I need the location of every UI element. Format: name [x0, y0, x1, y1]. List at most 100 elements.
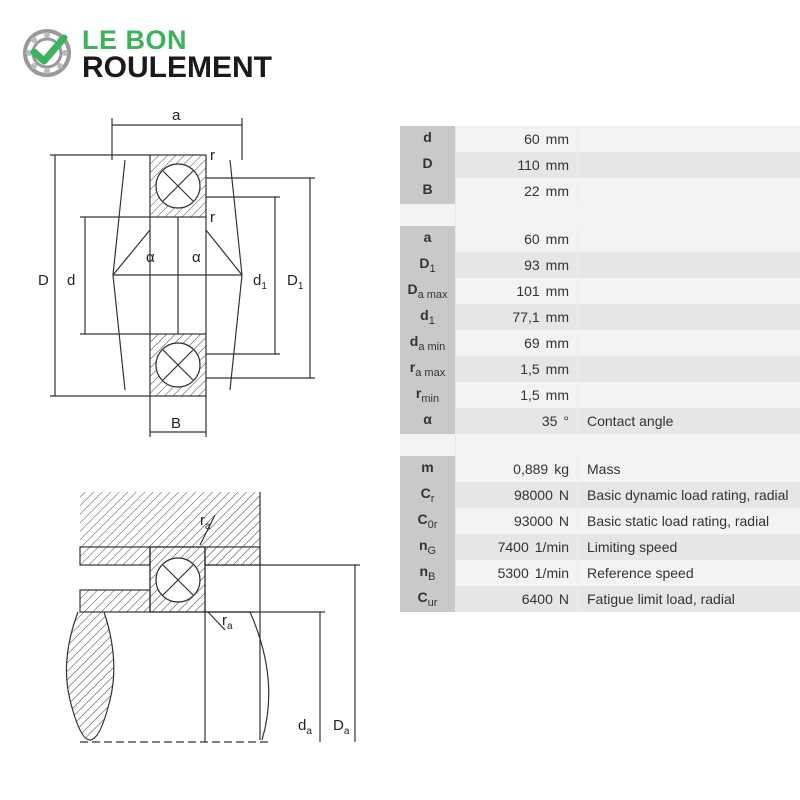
symbol-subscript: a max	[415, 366, 446, 379]
value: 35	[541, 413, 558, 429]
symbol-subscript: 1	[428, 314, 435, 327]
value: 7400	[497, 539, 529, 555]
unit: mm	[545, 131, 569, 147]
symbol: m	[421, 459, 434, 476]
description-cell	[577, 382, 800, 408]
label-d: d	[67, 272, 75, 289]
description-cell	[577, 278, 800, 304]
symbol-cell: d	[400, 126, 456, 152]
symbol: n	[419, 563, 429, 580]
value: 101	[516, 283, 540, 299]
description-cell: Contact angle	[577, 408, 800, 434]
unit: N	[558, 487, 569, 503]
logo-text-line2: ROULEMENT	[82, 51, 272, 84]
table-row: nG 7400 1/min Limiting speed	[400, 534, 800, 560]
symbol-cell: D	[400, 152, 456, 178]
label-D: D	[38, 272, 49, 289]
logo-text-line1: LE BON	[82, 25, 188, 55]
description-cell	[577, 304, 800, 330]
value: 0,889	[513, 461, 549, 477]
spacer-row	[400, 204, 800, 226]
bearing-drawing: a r r α α D d d1 D1 B ra ra da Da	[38, 107, 360, 743]
symbol-cell: ra max	[400, 356, 456, 382]
label-alpha1: α	[146, 249, 155, 266]
unit: mm	[545, 157, 569, 173]
value: 22	[524, 183, 540, 199]
value-cell: 35 °	[455, 408, 578, 434]
description-cell: Limiting speed	[577, 534, 800, 560]
symbol-cell: a	[400, 226, 456, 252]
unit: mm	[545, 183, 569, 199]
label-r1: r	[210, 147, 215, 164]
label-a: a	[172, 107, 181, 124]
unit: mm	[545, 283, 569, 299]
symbol: D	[407, 281, 418, 298]
symbol-cell: D1	[400, 252, 456, 278]
description-cell	[577, 152, 800, 178]
symbol-subscript: G	[427, 544, 437, 557]
symbol-subscript: 0r	[427, 518, 438, 531]
description-cell: Reference speed	[577, 560, 800, 586]
unit: N	[558, 513, 569, 529]
unit: mm	[545, 309, 569, 325]
spacer-row	[400, 434, 800, 456]
symbol-subscript: a min	[418, 340, 446, 353]
symbol-cell: C0r	[400, 508, 456, 534]
description-cell	[577, 252, 800, 278]
label-ra1: ra	[200, 512, 211, 532]
description-cell	[577, 178, 800, 204]
description-cell	[577, 226, 800, 252]
symbol: d	[423, 129, 432, 146]
symbol: D	[422, 155, 433, 172]
table-row: α 35 ° Contact angle	[400, 408, 800, 434]
table-row: B 22 mm	[400, 178, 800, 204]
symbol: n	[418, 537, 428, 554]
symbol-cell: rmin	[400, 382, 456, 408]
symbol: C	[417, 511, 428, 528]
bearing-check-icon	[23, 29, 71, 77]
label-Da: Da	[333, 717, 350, 737]
unit: 1/min	[534, 565, 569, 581]
value: 93000	[513, 513, 553, 529]
unit: mm	[545, 257, 569, 273]
symbol: r	[409, 359, 416, 376]
value: 1,5	[520, 361, 540, 377]
symbol-cell: m	[400, 456, 456, 482]
label-r2: r	[210, 209, 215, 226]
description-cell: Basic dynamic load rating, radial	[577, 482, 800, 508]
symbol-cell: Cur	[400, 586, 456, 612]
unit: 1/min	[534, 539, 569, 555]
value: 60	[524, 131, 540, 147]
symbol-subscript: B	[428, 570, 436, 583]
logo: LE BON ROULEMENT	[22, 26, 302, 86]
symbol: B	[422, 181, 433, 198]
table-row: d 60 mm	[400, 126, 800, 152]
value-cell: 101 mm	[455, 278, 578, 304]
symbol-cell: α	[400, 408, 456, 434]
unit: °	[563, 413, 569, 429]
unit: mm	[545, 231, 569, 247]
description-cell	[577, 356, 800, 382]
symbol-subscript: r	[430, 492, 435, 505]
value: 69	[524, 335, 540, 351]
symbol: d	[420, 307, 429, 324]
symbol: D	[419, 255, 430, 272]
description-cell: Basic static load rating, radial	[577, 508, 800, 534]
description-cell	[577, 330, 800, 356]
